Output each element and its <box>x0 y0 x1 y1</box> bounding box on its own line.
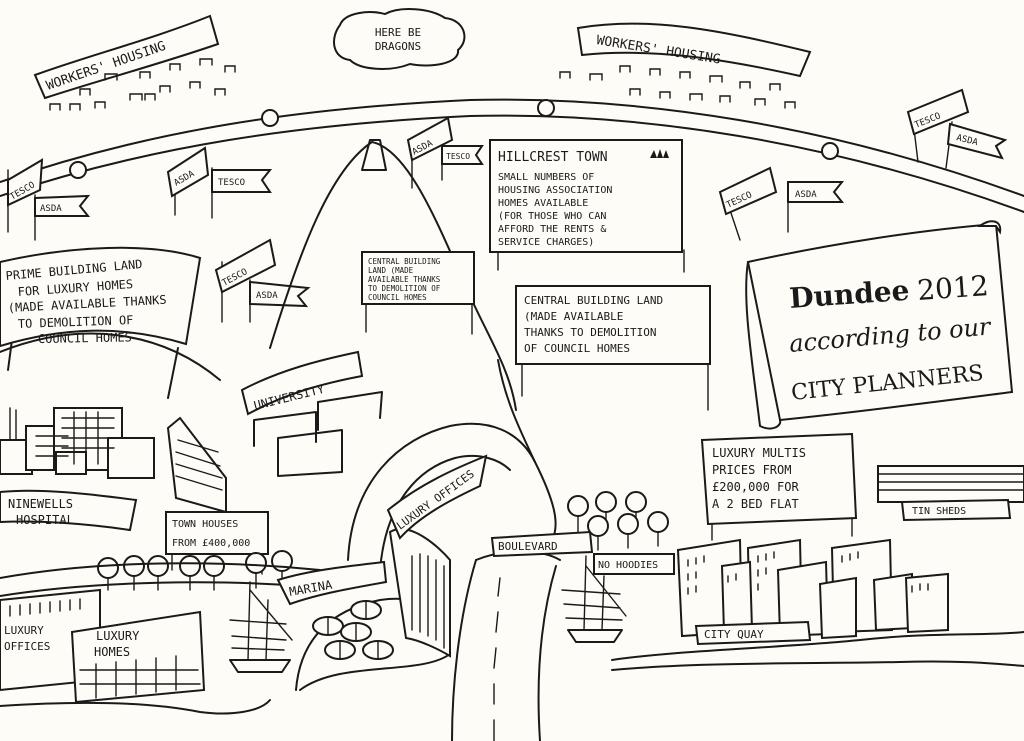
flag-asda-1: ASDA <box>34 194 91 241</box>
here-be-dragons-cloud: HERE BE DRAGONS <box>333 8 466 70</box>
svg-text:LAND (MADE: LAND (MADE <box>368 266 414 275</box>
left-shore <box>0 699 271 715</box>
university: UNIVERSITY <box>240 350 383 477</box>
flag-tesco-4: TESCO <box>441 144 484 181</box>
svg-text:ASDA: ASDA <box>40 204 62 214</box>
hillcrest-logo-icon <box>650 149 669 158</box>
svg-text:ASDA: ASDA <box>256 291 278 301</box>
svg-text:COUNCIL HOMES: COUNCIL HOMES <box>368 293 427 302</box>
svg-text:LUXURY: LUXURY <box>4 624 44 637</box>
svg-text:LUXURY MULTIS: LUXURY MULTIS <box>712 446 806 460</box>
flag-asda-6: ASDA <box>945 121 1008 169</box>
flag-tesco-1: TESCO <box>7 158 44 233</box>
ship-left-icon <box>229 581 293 673</box>
svg-text:TESCO: TESCO <box>218 178 245 188</box>
sign-central-land-big: CENTRAL BUILDING LAND (MADE AVAILABLE TH… <box>515 285 711 411</box>
svg-text:FROM £400,000: FROM £400,000 <box>172 538 250 549</box>
svg-text:A 2 BED FLAT: A 2 BED FLAT <box>712 497 799 511</box>
svg-text:(FOR THOSE WHO CAN: (FOR THOSE WHO CAN <box>498 211 606 222</box>
umbrella-icon <box>312 600 394 660</box>
svg-text:SMALL NUMBERS OF: SMALL NUMBERS OF <box>498 172 594 183</box>
ninewells-hospital-buildings <box>0 407 155 479</box>
flag-tesco-3: TESCO <box>214 238 277 323</box>
dragons-line-2: DRAGONS <box>375 40 421 53</box>
flag-asda-5: ASDA <box>787 181 845 233</box>
boulevard-road <box>347 359 561 741</box>
sign-luxury-multis: LUXURY MULTIS PRICES FROM £200,000 FOR A… <box>700 432 858 541</box>
trees-left <box>97 550 293 591</box>
svg-text:THANKS TO DEMOLITION: THANKS TO DEMOLITION <box>524 326 656 339</box>
svg-text:HOMES AVAILABLE: HOMES AVAILABLE <box>498 198 588 209</box>
roundabout-icon <box>69 99 839 179</box>
svg-text:CENTRAL BUILDING LAND: CENTRAL BUILDING LAND <box>524 294 663 307</box>
riverside-building <box>166 416 227 514</box>
svg-text:AVAILABLE THANKS: AVAILABLE THANKS <box>368 275 441 284</box>
ship-right-icon <box>561 555 627 643</box>
svg-text:SERVICE CHARGES): SERVICE CHARGES) <box>498 237 594 248</box>
svg-text:£200,000 FOR: £200,000 FOR <box>712 480 799 494</box>
svg-text:COUNCIL HOMES: COUNCIL HOMES <box>38 330 132 346</box>
svg-text:(MADE AVAILABLE: (MADE AVAILABLE <box>524 310 623 323</box>
flag-tesco-6: TESCO <box>906 88 970 163</box>
title-banner: Dundee 2012 according to our CITY PLANNE… <box>745 220 1014 430</box>
trees-right <box>567 491 669 551</box>
dragons-line-1: HERE BE <box>375 26 421 39</box>
sign-town-houses: TOWN HOUSES FROM £400,000 <box>165 511 269 575</box>
flag-asda-3: ASDA <box>249 279 311 323</box>
svg-text:AFFORD THE RENTS &: AFFORD THE RENTS & <box>498 224 606 235</box>
tin-sheds: TIN SHEDS <box>877 465 1024 522</box>
luxury-homes-building: LUXURY HOMES <box>70 610 206 704</box>
svg-text:TO DEMOLITION OF: TO DEMOLITION OF <box>368 284 441 293</box>
sign-hillcrest-town: HILLCREST TOWN SMALL NUMBERS OF HOUSING … <box>489 139 685 273</box>
flag-asda-2: ASDA <box>166 146 210 216</box>
luxury-offices-tower: LUXURY OFFICES <box>386 454 488 658</box>
svg-text:HOSPITAL: HOSPITAL <box>16 513 74 527</box>
svg-text:TIN SHEDS: TIN SHEDS <box>912 506 966 517</box>
svg-text:CENTRAL BUILDING: CENTRAL BUILDING <box>368 257 441 266</box>
luxury-multis-buildings <box>676 538 949 640</box>
hill <box>269 139 517 411</box>
ring-road <box>0 98 1024 213</box>
title-year: 2012 <box>916 269 989 307</box>
svg-text:OF COUNCIL HOMES: OF COUNCIL HOMES <box>524 342 630 355</box>
shoreline <box>0 562 1024 691</box>
svg-text:LUXURY: LUXURY <box>96 629 140 643</box>
svg-text:HOUSING ASSOCIATION: HOUSING ASSOCIATION <box>498 185 612 196</box>
svg-text:NO HOODIES: NO HOODIES <box>598 560 658 571</box>
svg-text:TO DEMOLITION OF: TO DEMOLITION OF <box>18 313 134 331</box>
svg-text:BOULEVARD: BOULEVARD <box>498 540 558 553</box>
flag-tesco-5: TESCO <box>718 166 778 241</box>
boulevard-label: BOULEVARD <box>490 530 594 558</box>
sign-central-land-small: CENTRAL BUILDING LAND (MADE AVAILABLE TH… <box>361 251 475 335</box>
no-hoodies-sign: NO HOODIES <box>593 553 675 575</box>
sign-prime-building-land: PRIME BUILDING LAND FOR LUXURY HOMES (MA… <box>0 246 221 399</box>
ninewells-hospital-label: NINEWELLS HOSPITAL <box>0 489 138 532</box>
svg-text:TOWN HOUSES: TOWN HOUSES <box>172 519 238 530</box>
svg-text:HOMES: HOMES <box>94 645 130 659</box>
svg-text:ASDA: ASDA <box>795 190 817 200</box>
svg-text:CITY QUAY: CITY QUAY <box>704 628 764 641</box>
svg-text:HILLCREST TOWN: HILLCREST TOWN <box>498 150 608 165</box>
svg-text:NINEWELLS: NINEWELLS <box>8 497 73 511</box>
city-quay-label: CITY QUAY <box>694 620 812 646</box>
svg-text:OFFICES: OFFICES <box>4 640 50 653</box>
flag-tesco-2: TESCO <box>211 167 273 219</box>
workers-housing-right: WORKERS' HOUSING <box>559 22 812 109</box>
workers-housing-left: WORKERS' HOUSING <box>33 14 236 111</box>
svg-text:TESCO: TESCO <box>446 152 470 161</box>
svg-text:PRICES FROM: PRICES FROM <box>712 463 791 477</box>
